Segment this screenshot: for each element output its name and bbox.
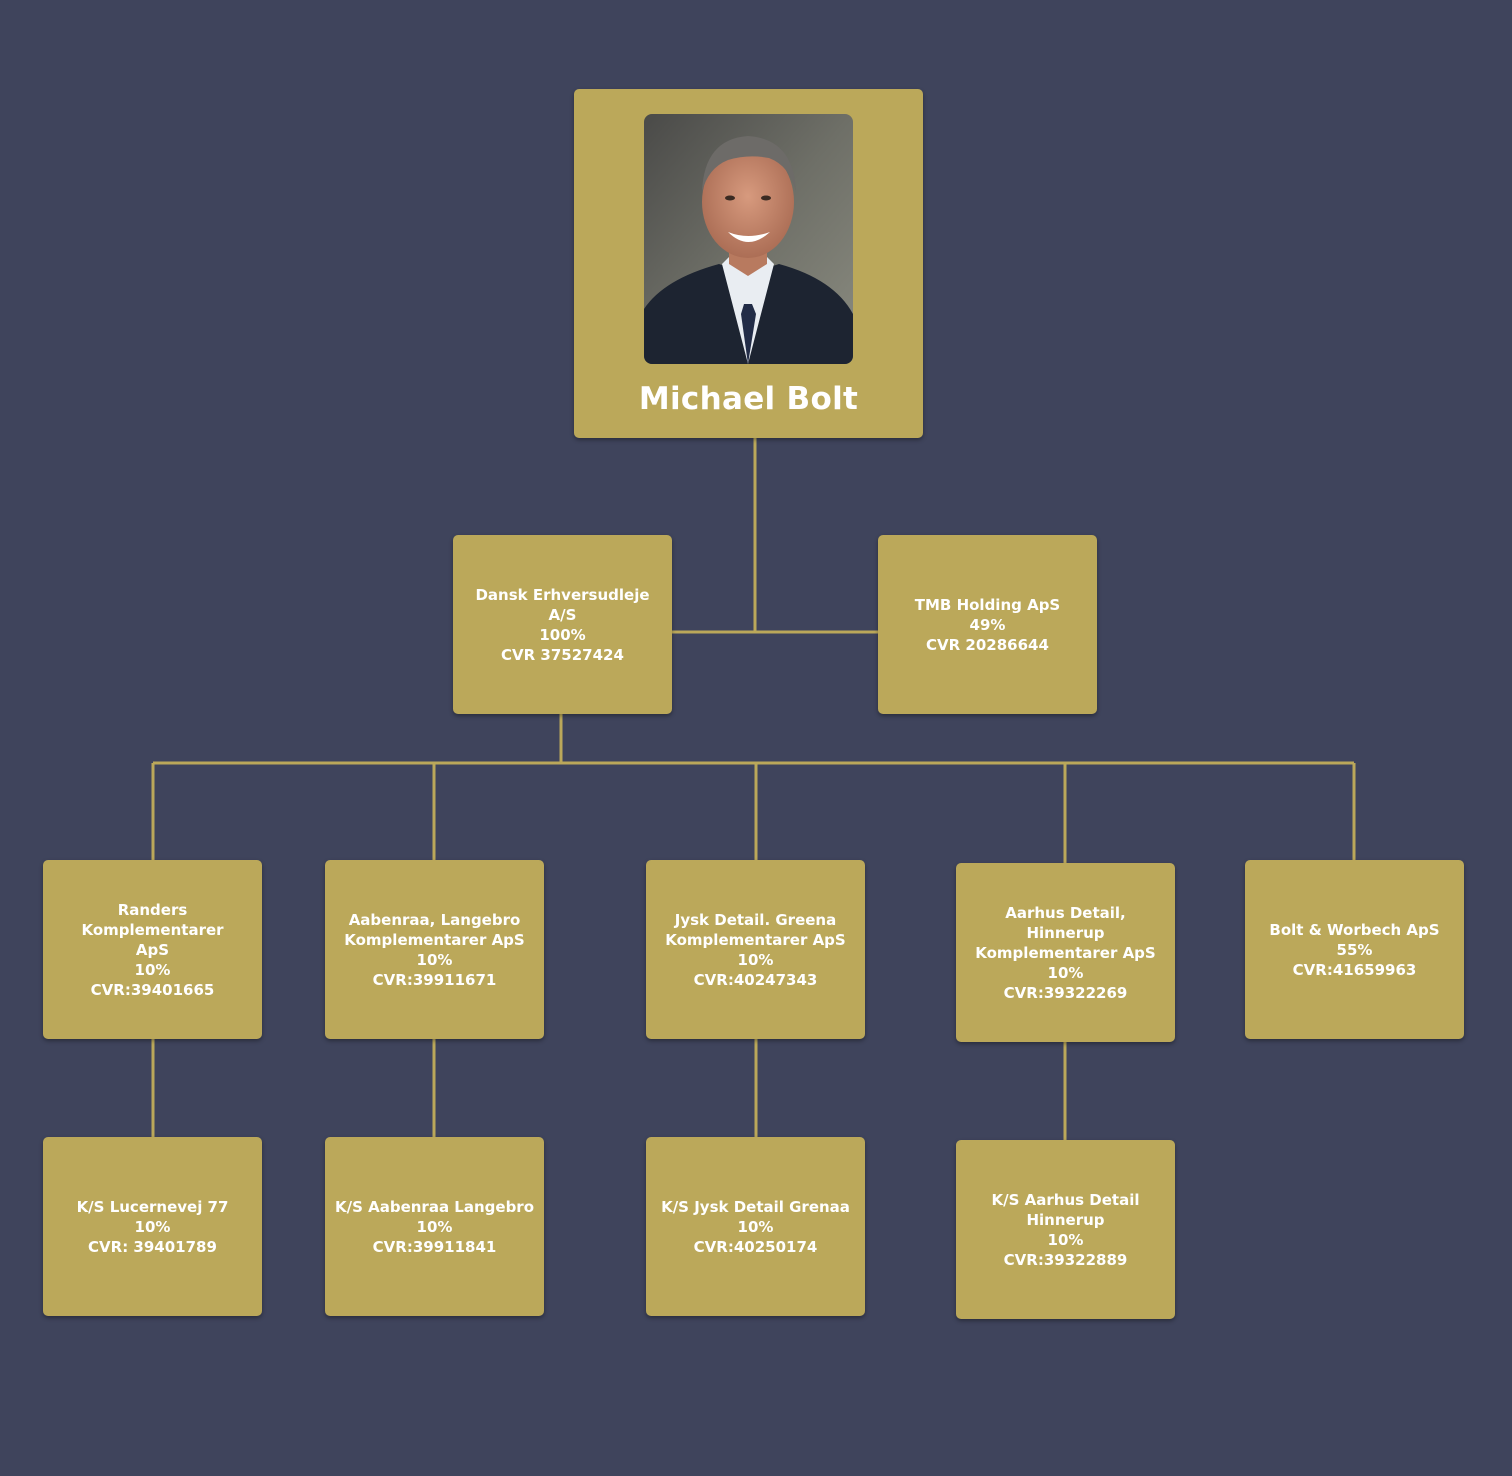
node-line: 10% xyxy=(1047,1230,1084,1249)
node-line: CVR:39322269 xyxy=(1003,983,1128,1002)
node-line: K/S Aabenraa Langebro xyxy=(334,1197,535,1216)
node-line: Jysk Detail. Greena xyxy=(674,910,837,929)
node-ks-aabenraa-langebro[interactable]: K/S Aabenraa Langebro 10% CVR:39911841 xyxy=(325,1137,544,1316)
node-line: K/S Jysk Detail Grenaa xyxy=(661,1197,850,1216)
root-name: Michael Bolt xyxy=(638,381,859,417)
node-line: Bolt & Worbech ApS xyxy=(1269,920,1440,939)
node-line: 10% xyxy=(416,1217,453,1236)
node-line: 10% xyxy=(1047,963,1084,982)
node-line: 10% xyxy=(416,950,453,969)
node-line: Randers xyxy=(117,900,188,919)
node-line: CVR: 39401789 xyxy=(88,1237,217,1256)
node-randers-komplementarer[interactable]: Randers Komplementarer ApS 10% CVR:39401… xyxy=(43,860,262,1039)
node-line: CVR:39401665 xyxy=(90,980,215,999)
node-line: CVR:41659963 xyxy=(1292,960,1417,979)
profile-photo xyxy=(644,114,853,364)
node-ks-jysk-detail-grenaa[interactable]: K/S Jysk Detail Grenaa 10% CVR:40250174 xyxy=(646,1137,865,1316)
root-node[interactable]: Michael Bolt xyxy=(574,89,923,438)
node-line: K/S Aarhus Detail xyxy=(991,1190,1140,1209)
node-line: K/S Lucernevej 77 xyxy=(76,1197,229,1216)
node-line: CVR:40247343 xyxy=(693,970,818,989)
node-line: CVR:39911841 xyxy=(372,1237,497,1256)
node-line: Dansk Erhversudleje xyxy=(475,585,650,604)
node-line: CVR:39322889 xyxy=(1003,1250,1128,1269)
node-line: 10% xyxy=(134,1217,171,1236)
node-aarhus-detail-hinnerup-komplementarer[interactable]: Aarhus Detail, Hinnerup Komplementarer A… xyxy=(956,863,1175,1042)
node-ks-lucernevej[interactable]: K/S Lucernevej 77 10% CVR: 39401789 xyxy=(43,1137,262,1316)
node-line: Komplementarer ApS xyxy=(344,930,525,949)
node-line: Komplementarer ApS xyxy=(975,943,1156,962)
node-line: CVR 20286644 xyxy=(926,635,1049,654)
node-line: Komplementarer xyxy=(81,920,224,939)
node-line: 10% xyxy=(134,960,171,979)
node-line: CVR 37527424 xyxy=(501,645,624,664)
node-line: Komplementarer ApS xyxy=(665,930,846,949)
node-line: TMB Holding ApS xyxy=(914,595,1061,614)
node-dansk-erhversudleje[interactable]: Dansk Erhversudleje A/S 100% CVR 3752742… xyxy=(453,535,672,714)
node-line: 10% xyxy=(737,950,774,969)
node-line: 49% xyxy=(969,615,1006,634)
node-line: A/S xyxy=(548,605,577,624)
node-line: Aabenraa, Langebro xyxy=(348,910,521,929)
node-jysk-detail-greena-komplementarer[interactable]: Jysk Detail. Greena Komplementarer ApS 1… xyxy=(646,860,865,1039)
node-line: CVR:39911671 xyxy=(372,970,497,989)
node-tmb-holding[interactable]: TMB Holding ApS 49% CVR 20286644 xyxy=(878,535,1097,714)
node-line: ApS xyxy=(135,940,170,959)
node-line: 55% xyxy=(1336,940,1373,959)
node-aabenraa-langebro-komplementarer[interactable]: Aabenraa, Langebro Komplementarer ApS 10… xyxy=(325,860,544,1039)
node-ks-aarhus-detail-hinnerup[interactable]: K/S Aarhus Detail Hinnerup 10% CVR:39322… xyxy=(956,1140,1175,1319)
node-line: Aarhus Detail, Hinnerup xyxy=(1005,903,1126,942)
node-line: 100% xyxy=(539,625,586,644)
node-line: 10% xyxy=(737,1217,774,1236)
node-line: CVR:40250174 xyxy=(693,1237,818,1256)
node-line: Hinnerup xyxy=(1026,1210,1105,1229)
node-bolt-worbech[interactable]: Bolt & Worbech ApS 55% CVR:41659963 xyxy=(1245,860,1464,1039)
